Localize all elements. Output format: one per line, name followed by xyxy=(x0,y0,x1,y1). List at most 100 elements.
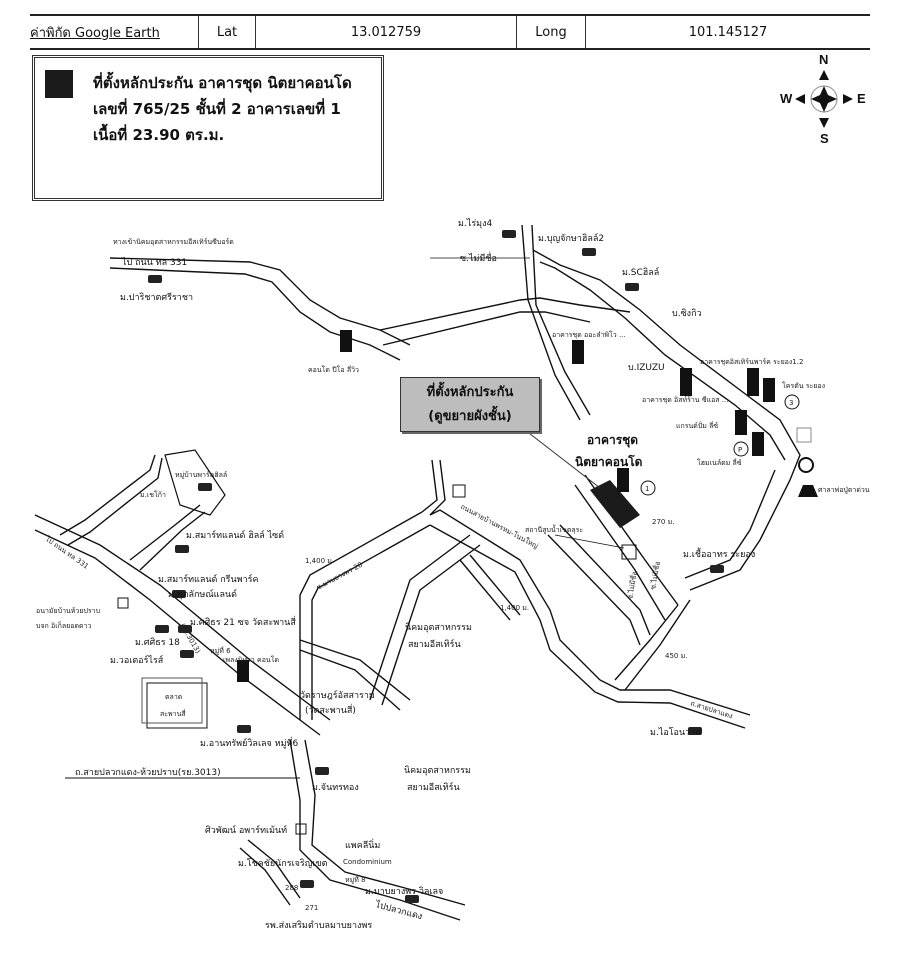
label-grand: แกรนด์ปั่ม ลี่ซ์ xyxy=(676,421,718,430)
road-nittaya-a xyxy=(574,484,666,621)
label-m-raimuang: ม.ไร่มุง4 xyxy=(458,218,492,229)
marker-circle-1-label: 1 xyxy=(645,485,649,493)
label-school: รพ.ส่งเสริมตำบลมาบยางพร xyxy=(265,920,372,931)
road-east-a xyxy=(689,479,791,591)
label-condo-a: อาคารชุด ออะลำพิโว ... xyxy=(552,330,626,339)
road-parkhill-c xyxy=(129,504,201,561)
soi-a xyxy=(559,524,651,636)
label-m-waterside: ม.วอเตอร์ไรส์ xyxy=(110,654,164,666)
collateral-swatch xyxy=(45,70,73,98)
label-market-1: ตลาด xyxy=(165,693,182,701)
legend-box: ที่ตั้งหลักประกัน อาคารชุด นิตยาคอนโด เล… xyxy=(32,55,384,201)
label-nittaya-2: นิตยาคอนโด xyxy=(575,454,643,469)
shrine-icon xyxy=(798,485,818,497)
label-church: เพลงนิทรา คอนโด xyxy=(223,655,279,664)
label-condo-dn-1: แพคลีนิ่ม xyxy=(345,838,380,851)
callout-line-2: (ดูขยายผังชั้น) xyxy=(428,409,512,424)
building-icon xyxy=(340,330,352,352)
label-temple-e: ศาลาพ่อปู่ตาด่วน xyxy=(818,486,870,494)
road-parkhill-a xyxy=(59,454,156,536)
building-icon xyxy=(680,368,692,396)
label-temple-1: วัดราษฎร์อัสสาราม xyxy=(300,689,375,701)
road-7eleven-c xyxy=(429,524,596,693)
soi-b xyxy=(547,534,641,646)
label-num-271: 271 xyxy=(305,904,318,912)
estate-road-f xyxy=(469,554,521,616)
label-market-2: สะพานสี่ xyxy=(160,709,186,718)
car-icon xyxy=(148,275,162,283)
label-soi-maimichue: ซ.ไม่มีชื่อ xyxy=(460,251,497,264)
condo-building-icons xyxy=(237,330,775,682)
road-south-a xyxy=(614,604,679,681)
label-m-smartland1: ม.สมาร์ทแลนด์ ฮิลล์ ไซด์ xyxy=(186,529,284,541)
label-b-singkiw: บ.ซิงกิว xyxy=(672,308,702,319)
label-condo-pio: คอนโด ปีโอ ลี่วิว xyxy=(308,365,359,374)
marker-circle-3 xyxy=(784,394,800,410)
label-estate-1: นิคมอุตสาหกรรม xyxy=(405,622,472,633)
label-m-sukkasem: ม.ศุภลักษณ์แลนด์ xyxy=(168,588,237,600)
road-bottom-right-b xyxy=(594,691,746,729)
compass-s: S xyxy=(820,131,829,146)
soi-28-b xyxy=(311,524,431,720)
building-icon xyxy=(237,660,249,682)
car-icon xyxy=(502,230,516,238)
coordinates-title: ค่าพิกัด Google Earth xyxy=(30,16,199,48)
road-3013-a xyxy=(289,739,461,921)
estate-road-c xyxy=(369,534,471,701)
label-korat: โครตัน ระยอง xyxy=(782,381,825,390)
road-7eleven-a xyxy=(429,459,601,681)
road-diagonal-a xyxy=(532,249,801,481)
callout-leader xyxy=(524,429,601,489)
clock-icon xyxy=(796,427,812,443)
label-dist-450: 450 ม. xyxy=(665,652,687,660)
car-icon xyxy=(688,727,702,735)
estate-road-e xyxy=(459,559,511,621)
car-icon xyxy=(405,895,419,903)
label-soi-a: ซ.ไม่มีชื่อ xyxy=(625,571,639,601)
legend-text: ที่ตั้งหลักประกัน อาคารชุด นิตยาคอนโด เล… xyxy=(93,70,352,148)
label-estate-1b: สยามอีสเทิร์น xyxy=(408,638,461,650)
compass-w: W xyxy=(780,91,793,106)
label-m-smartland2: ม.สมาร์ทแลนด์ กรีนพาร์ค xyxy=(158,573,259,585)
road-east-west-a xyxy=(379,297,631,331)
label-m-schill: ม.SCฮิลล์ xyxy=(622,266,659,278)
label-estate-2b: สยามอีสเทิร์น xyxy=(407,781,460,793)
label-soi-28: ซ.มาบยางพร 28 xyxy=(315,561,364,592)
seven-eleven-icon xyxy=(452,484,466,498)
compass-n: N xyxy=(819,52,829,67)
marker-circle-1 xyxy=(640,480,656,496)
label-home: โฮมเนล์ตม ลี่ซ์ xyxy=(697,458,742,467)
lat-label: Lat xyxy=(199,16,256,48)
label-moo6: หมู่ที่ 6 xyxy=(210,646,231,655)
collateral-building xyxy=(590,480,640,528)
building-icon xyxy=(763,378,775,402)
car-icon xyxy=(237,725,251,733)
village-icons xyxy=(148,230,724,903)
building-icon xyxy=(572,340,584,364)
road-east-b xyxy=(684,469,776,579)
label-nittaya-1: อาคารชุด xyxy=(587,433,638,448)
car-icon xyxy=(198,483,212,491)
estate-road-d xyxy=(381,544,481,706)
building-icon xyxy=(747,368,759,396)
car-icon xyxy=(582,248,596,256)
label-apartment: ศิวพัฒน์ อพาร์ทเม้นท์ xyxy=(205,824,287,836)
car-icon xyxy=(315,767,329,775)
legend-line-2: เลขที่ 765/25 ชั้นที่ 2 อาคารเลขที่ 1 xyxy=(93,100,341,118)
lat-value: 13.012759 xyxy=(256,16,517,48)
soi-bottom-b xyxy=(247,839,301,899)
road-diagonal-b xyxy=(539,261,786,461)
label-soi-b: ซ.ไม่มีชื่อ xyxy=(648,561,662,591)
road-parkhill-b xyxy=(67,457,163,546)
compass-rose: N S W E xyxy=(780,50,870,150)
marker-circle-3-label: 3 xyxy=(789,399,793,407)
road-7eleven-b xyxy=(421,459,438,513)
label-m-arunsap: ม.อานทรัพย์วิลเลจ หมู่ที่6 xyxy=(200,736,298,749)
apartment-icon xyxy=(295,823,307,835)
car-icon xyxy=(625,283,639,291)
car-icon xyxy=(175,545,189,553)
label-m-kunlaya18: ม.ศศิธร 18 xyxy=(135,637,180,648)
compass-icon xyxy=(795,70,853,128)
label-condo-b: อาคารชุดอิสเทิร์นพาร์ค ระยอง1.2 xyxy=(700,358,803,366)
